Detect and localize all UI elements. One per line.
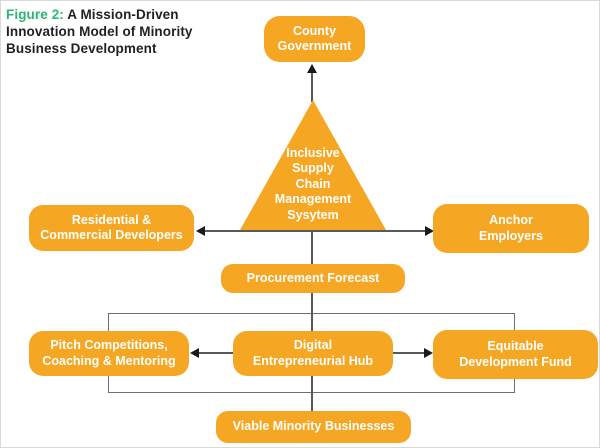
node-county-government-line-2: Government: [277, 39, 352, 53]
figure-caption: Figure 2: A Mission-Driven Innovation Mo…: [6, 6, 193, 57]
node-digital-entrepreneurial-hub: Digital Entrepreneurial Hub: [233, 331, 393, 376]
node-procurement-line-1: Procurement Forecast: [246, 270, 380, 285]
node-county-government: County Government: [264, 16, 365, 62]
connector-hub-to-viable: [311, 375, 313, 412]
triangle-line-5: Sysytem: [287, 207, 339, 222]
node-anchor-employers: Anchor Employers: [433, 204, 589, 253]
connector-developers-anchor: [204, 230, 429, 232]
node-viable-minority-businesses: Viable Minority Businesses: [216, 411, 411, 443]
node-procurement-forecast: Procurement Forecast: [221, 264, 405, 293]
connector-triangle-to-procurement: [311, 229, 313, 265]
triangle-line-2: Supply: [292, 161, 334, 175]
node-county-government-line-1: County: [292, 23, 337, 38]
triangle-line-1: Inclusive: [286, 145, 340, 160]
node-equitable-development-fund: Equitable Development Fund: [433, 330, 598, 379]
connector-hub-to-pitch: [198, 352, 234, 354]
node-pitch-line-1: Pitch Competitions,: [50, 338, 168, 353]
node-fund-line-1: Equitable: [487, 339, 544, 354]
connector-hub-to-fund: [392, 352, 425, 354]
arrowhead-left-developers-icon: [196, 226, 205, 236]
arrowhead-up-county-icon: [307, 64, 317, 73]
node-residential-line-2: Commercial Developers: [40, 228, 183, 242]
figure-caption-line-1: Figure 2: A Mission-Driven: [6, 6, 193, 23]
arrowhead-right-fund-icon: [424, 348, 433, 358]
figure-title-part-1: A Mission-Driven: [67, 7, 179, 22]
triangle-line-3: Chain: [295, 176, 331, 191]
node-fund-line-2: Development Fund: [459, 354, 572, 369]
node-viable-line-1: Viable Minority Businesses: [232, 419, 395, 434]
node-pitch-line-2: Coaching & Mentoring: [42, 353, 176, 368]
figure-title-part-2: Innovation Model of Minority: [6, 24, 193, 39]
node-pitch-competitions: Pitch Competitions, Coaching & Mentoring: [29, 331, 189, 376]
arrowhead-left-pitch-icon: [190, 348, 199, 358]
triangle-line-4: Management: [274, 192, 352, 206]
node-anchor-line-2: Employers: [479, 228, 543, 243]
node-residential-commercial-developers: Residential & Commercial Developers: [29, 205, 194, 251]
node-hub-line-1: Digital: [293, 338, 333, 353]
triangle-inclusive-supply-chain-label: Inclusive Supply Chain Management Sysyte…: [240, 100, 386, 230]
node-anchor-line-1: Anchor: [489, 213, 533, 228]
node-hub-line-2: Entrepreneurial Hub: [252, 353, 374, 368]
figure-label: Figure 2:: [6, 7, 64, 22]
node-residential-line-1: Residential &: [71, 212, 152, 227]
arrowhead-right-anchor-icon: [425, 226, 434, 236]
figure-title-part-3: Business Development: [6, 41, 157, 56]
connector-triangle-to-county: [311, 72, 313, 102]
connector-procurement-to-hub: [311, 293, 313, 332]
